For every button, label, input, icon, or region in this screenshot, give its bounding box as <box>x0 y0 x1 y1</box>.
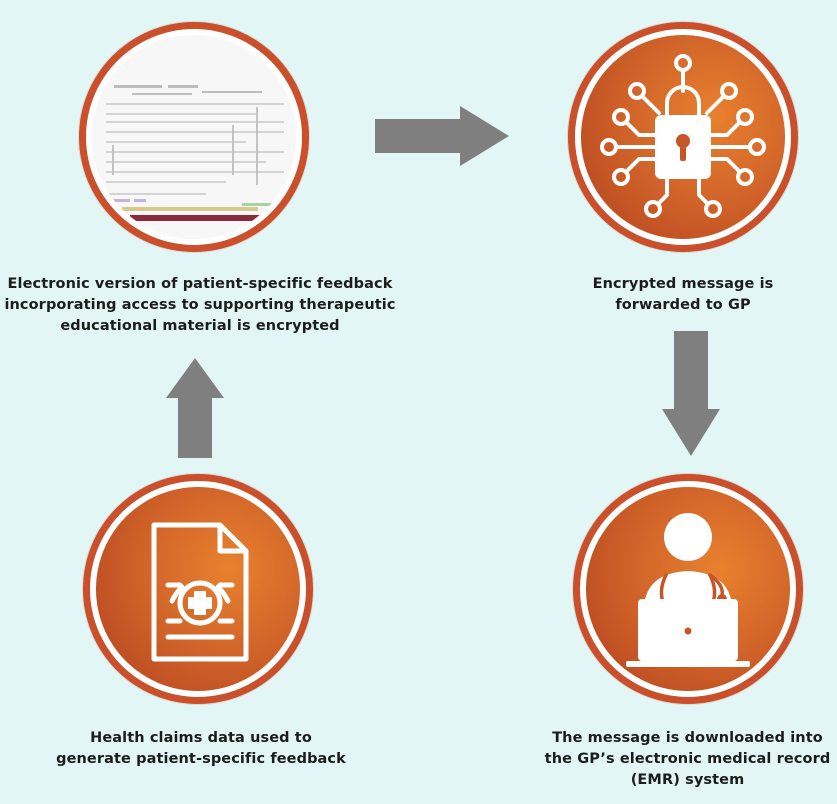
step-encrypt-caption-line-1: Electronic version of patient-specific f… <box>7 276 393 292</box>
arrow-down-icon <box>662 331 720 456</box>
step-download-disc <box>586 487 790 691</box>
step-download-caption: The message is downloaded into the GP’s … <box>538 728 837 791</box>
step-generate-disc <box>96 487 300 691</box>
step-forward-caption-line-2: forwarded to GP <box>615 297 751 313</box>
step-download-caption-line-3: (EMR) system <box>630 772 745 788</box>
doctor-laptop-icon <box>626 513 750 667</box>
step-forward-caption-line-1: Encrypted message is <box>592 276 774 292</box>
step-encrypt-caption-line-2: incorporating access to supporting thera… <box>4 297 396 313</box>
step-encrypt-caption-line-3: educational material is encrypted <box>60 318 340 334</box>
step-encrypt-caption: Electronic version of patient-specific f… <box>0 274 400 337</box>
medical-document-icon <box>151 522 249 662</box>
document-preview-graphic <box>92 35 296 239</box>
arrow-right-icon <box>375 106 509 166</box>
step-forward-caption: Encrypted message is forwarded to GP <box>540 274 826 316</box>
step-generate-caption-line-2: generate patient-specific feedback <box>56 751 346 767</box>
feedback-document-thumbnail <box>92 35 296 239</box>
step-generate-caption: Health claims data used to generate pati… <box>56 728 346 770</box>
step-forward-disc <box>581 35 785 239</box>
step-generate-caption-line-1: Health claims data used to <box>90 730 312 746</box>
step-download-caption-line-2: the GP’s electronic medical record <box>544 751 831 767</box>
arrow-up-icon <box>166 358 224 458</box>
padlock-network-icon <box>600 54 766 218</box>
step-download-caption-line-1: The message is downloaded into <box>552 730 823 746</box>
